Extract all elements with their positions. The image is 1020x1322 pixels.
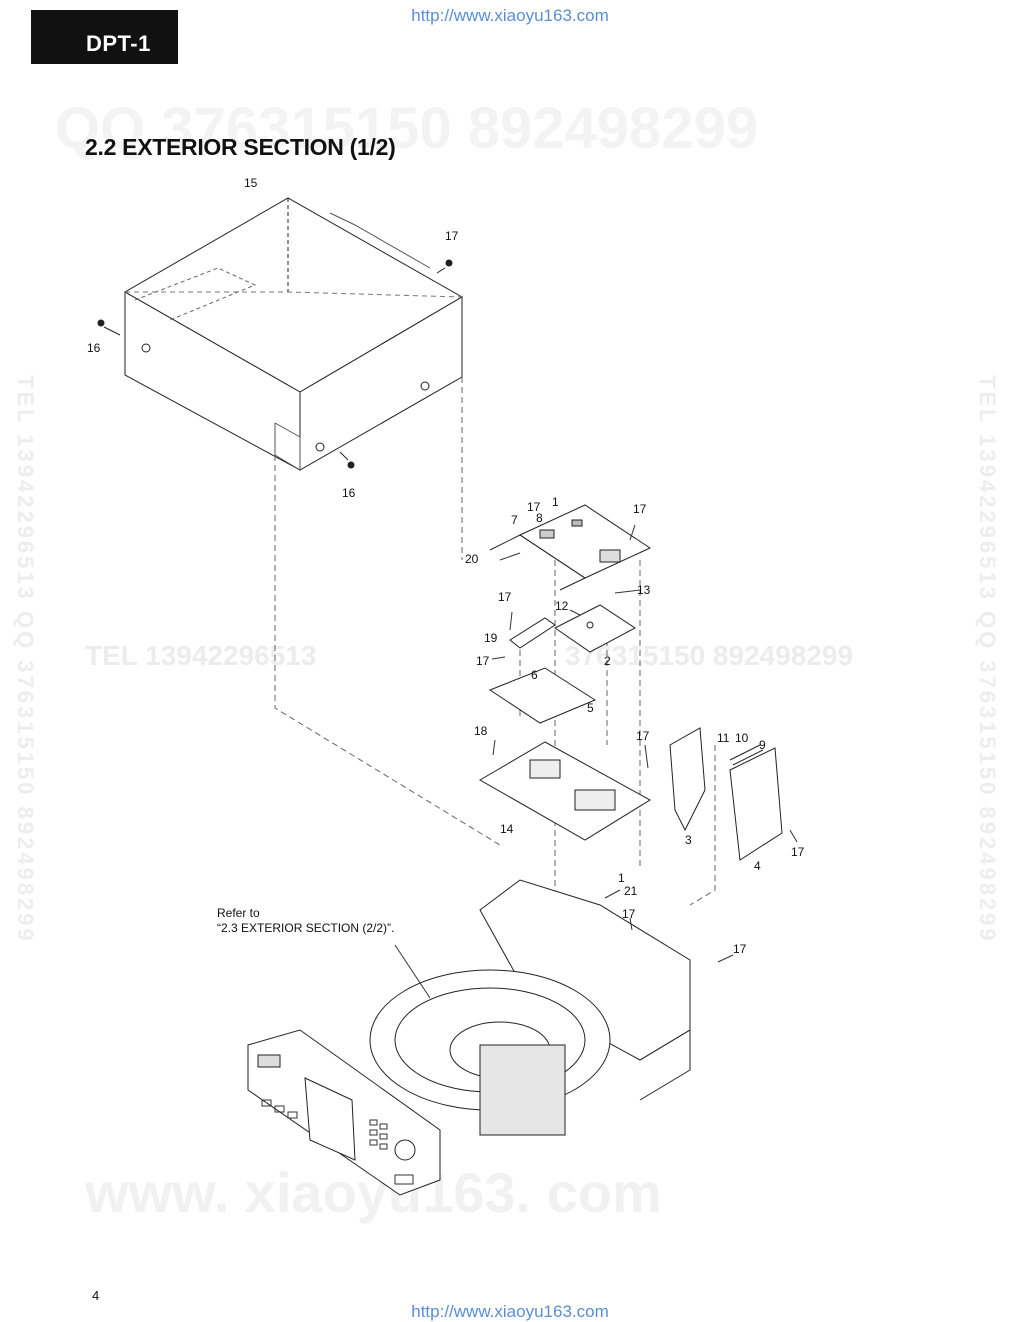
callout-1: 1 (552, 495, 559, 509)
sub-pcb-2 (554, 604, 636, 653)
callout-1: 1 (618, 871, 625, 885)
callout-15: 15 (244, 176, 258, 190)
callout-17: 17 (498, 590, 512, 604)
reference-note-line1: Refer to (217, 906, 260, 920)
front-panel (247, 1029, 441, 1196)
watermark-qq-top: QQ 376315150 892498299 (55, 96, 759, 161)
main-unit-chassis (369, 879, 691, 1136)
callout-13: 13 (637, 583, 651, 597)
callout-9: 9 (759, 738, 766, 752)
chassis-plate-14 (479, 741, 651, 841)
page-number: 4 (92, 1288, 100, 1303)
reference-note: Refer to “2.3 EXTERIOR SECTION (2/2)”. (217, 906, 394, 935)
callout-17: 17 (476, 654, 490, 668)
callout-8: 8 (536, 511, 543, 525)
pcb-4 (729, 744, 783, 861)
bracket-19 (509, 617, 556, 649)
callout-17: 17 (622, 907, 636, 921)
callout-19: 19 (484, 631, 498, 645)
top-cover (123, 197, 463, 471)
callout-12: 12 (555, 599, 569, 613)
callout-20: 20 (465, 552, 479, 566)
source-url-bottom[interactable]: http://www.xiaoyu163.com (411, 1302, 609, 1321)
part-callouts: 15 17 16 16 17 1 17 7 8 20 13 17 12 19 2… (87, 176, 805, 956)
alignment-lines (274, 377, 716, 906)
callout-16: 16 (342, 486, 356, 500)
callout-2: 2 (604, 654, 611, 668)
callout-17: 17 (636, 729, 650, 743)
plate-5-6 (488, 667, 597, 724)
callout-7: 7 (511, 513, 518, 527)
callout-14: 14 (500, 822, 514, 836)
callout-5: 5 (587, 701, 594, 715)
callout-6: 6 (531, 668, 538, 682)
callout-18: 18 (474, 724, 488, 738)
source-url-top[interactable]: http://www.xiaoyu163.com (411, 6, 609, 25)
callout-10: 10 (735, 731, 749, 745)
callout-17: 17 (633, 502, 647, 516)
callout-17: 17 (733, 942, 747, 956)
model-tab: DPT-1 (31, 10, 178, 64)
callout-3: 3 (685, 833, 692, 847)
main-pcb-assembly (489, 504, 652, 591)
section-title: 2.2 EXTERIOR SECTION (1/2) (85, 134, 396, 160)
callout-21: 21 (624, 884, 638, 898)
reference-note-line2: “2.3 EXTERIOR SECTION (2/2)”. (217, 921, 394, 935)
callout-4: 4 (754, 859, 761, 873)
callout-17: 17 (445, 229, 459, 243)
watermark-qq-mid: 376315150 892498299 (565, 640, 854, 671)
watermark-tel-mid: TEL 13942296513 (85, 640, 317, 671)
callout-17: 17 (791, 845, 805, 859)
cover-screws (97, 259, 453, 469)
model-name: DPT-1 (86, 31, 151, 56)
callout-16: 16 (87, 341, 101, 355)
callout-17: 17 (527, 500, 541, 514)
leader-lines (394, 524, 798, 999)
callout-11: 11 (717, 731, 730, 745)
bracket-3 (669, 727, 706, 832)
